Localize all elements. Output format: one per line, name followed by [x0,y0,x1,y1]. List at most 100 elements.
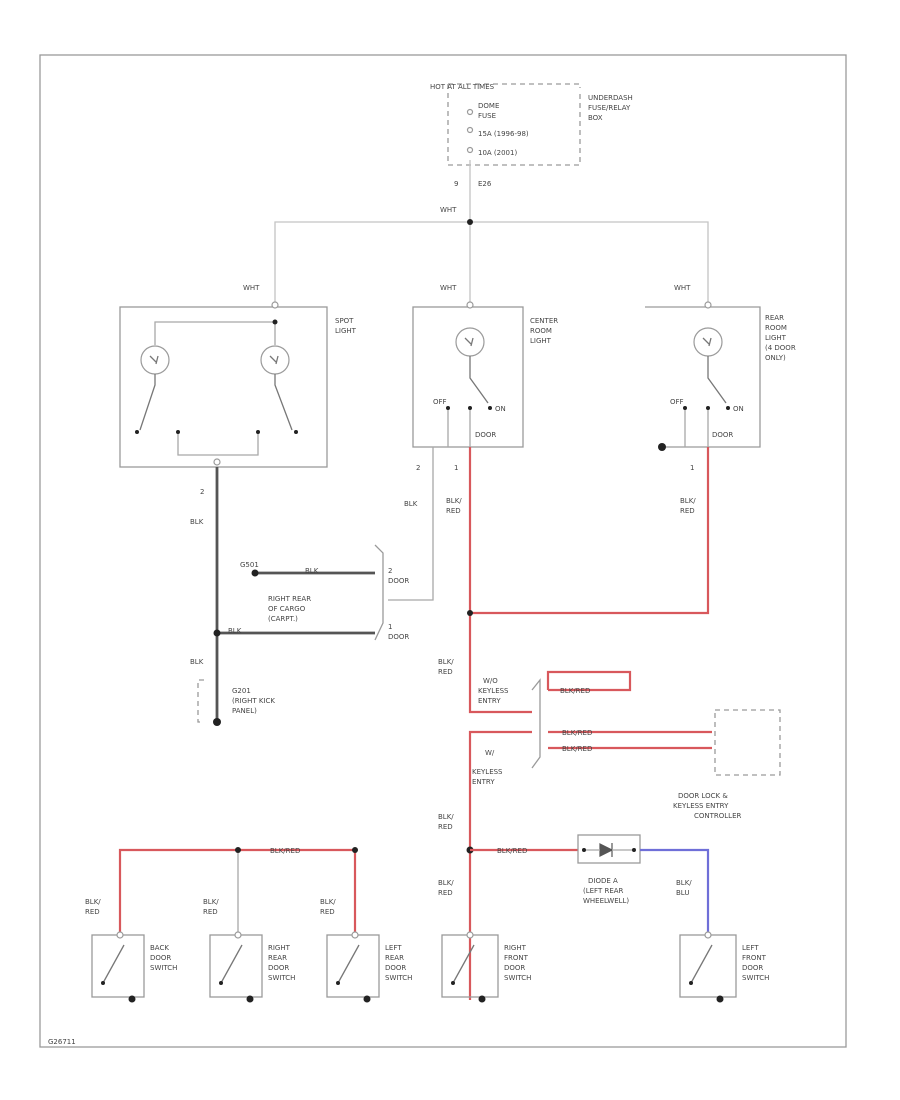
keyless-wo-loop-wire [546,670,632,692]
left-rear-door-switch-icon [337,944,360,984]
ground-g201: BLK G201 (RIGHT KICK PANEL) [190,658,275,726]
diode-label-1: DIODE A [588,877,618,885]
right-front-door-switch-icon [452,944,475,984]
spot-light-label-1: SPOT [335,317,354,325]
rfront-switch-label-4: SWITCH [504,974,531,982]
rear-blkred-wire [470,447,710,615]
cargo-connector-bracket [374,544,384,641]
fuse-terminal-3 [466,146,474,154]
fuse-terminal-2 [466,126,474,134]
center-light-label-3: LIGHT [530,337,552,345]
trunk-blkred-label-2a: BLK/ [438,813,454,821]
center-switch-off: OFF [433,398,447,406]
blkblu-label-1: BLK/ [676,879,692,887]
cargo-door-bottom: DOOR [388,633,409,641]
lrear-switch-label-1: LEFT [385,944,402,952]
wht-trunk-label: WHT [440,206,457,214]
rfront-switch-label-1: RIGHT [504,944,527,952]
switch-back-door: BACK DOOR SWITCH [91,931,177,1003]
keyless-controller-label-2: KEYLESS ENTRY [673,802,729,810]
center-lamp-icon [455,327,485,357]
ground-label-1: G201 [232,687,251,695]
keyless-mid1-label: BLK/RED [562,729,592,737]
cargo-pin-bottom: 1 [388,623,392,631]
diode-icon [599,843,614,857]
diode-label-3: WHEELWELL) [583,897,629,905]
lrear-switch-label-3: DOOR [385,964,406,972]
center-blkred-label-1: BLK/ [446,497,462,505]
blkblu-wire [640,848,710,935]
center-pin-right: 1 [454,464,458,472]
rear-light-label-2: ROOM [765,324,787,332]
back-bus-label: BLK/RED [270,847,300,855]
ground-node [213,718,221,726]
trunk-blkred-label-3b: RED [438,889,453,897]
rear-switch-door: DOOR [712,431,733,439]
lrear-drop-label-1: BLK/ [320,898,336,906]
spot-light-node [272,319,278,325]
trunk-blkred-label-3a: BLK/ [438,879,454,887]
spot-light-label-2: LIGHT [335,327,357,335]
back-switch-label-2: DOOR [150,954,171,962]
rrear-switch-label-3: DOOR [268,964,289,972]
fuse-box-outline [447,83,581,166]
figure-code: G26711 [48,1038,76,1046]
center-blkred-label-2: RED [446,507,461,515]
spot-switch-right-icon [274,374,293,431]
switch-left-front-door: LEFT FRONT DOOR SWITCH [679,931,769,1003]
rrear-switch-label-4: SWITCH [268,974,295,982]
spot-light-ground-bus [177,432,259,456]
wht-splice-node [467,219,473,225]
fuse-line-1: DOME [478,102,499,110]
spot-lamp-left-icon [140,345,170,375]
power-source: HOT AT ALL TIMES DOME FUSE 15A (1996-98)… [430,83,633,188]
keyless-mid2-label: BLK/RED [562,745,592,753]
rrear-drop-label-2: RED [203,908,218,916]
fuse-box-name-3: BOX [588,114,603,122]
spot-blk-pin: 2 [200,488,204,496]
cargo-door-top: DOOR [388,577,409,585]
cargo-top-wire-label: BLK [305,567,319,575]
keyless-wo-label-3: ENTRY [478,697,501,705]
fuse-line-3: 15A (1996-98) [478,130,529,138]
lfront-switch-label-4: SWITCH [742,974,769,982]
diagram-frame [39,54,847,1048]
rfront-switch-label-2: FRONT [504,954,529,962]
left-front-door-switch-icon [690,944,713,984]
power-connector: E26 [478,180,492,188]
cargo-label-1: RIGHT REAR [268,595,311,603]
trunk-blkred-label-1a: BLK/ [438,658,454,666]
rfront-switch-label-3: DOOR [504,964,525,972]
switch-right-front-door: RIGHT FRONT DOOR SWITCH [441,931,531,1003]
cargo-label-3: (CARPT.) [268,615,298,623]
rrear-switch-label-1: RIGHT [268,944,291,952]
spot-switch-left-icon [139,374,156,431]
rear-blkred-label-2: RED [680,507,695,515]
power-header: HOT AT ALL TIMES [430,83,495,91]
rear-light-ground-node [658,443,666,451]
center-blk-label: BLK [404,500,418,508]
lrear-switch-label-2: REAR [385,954,404,962]
diode-label-2: (LEFT REAR [583,887,624,895]
diode-wire-label: BLK/RED [497,847,527,855]
fuse-line-2: FUSE [478,112,496,120]
switch-right-rear-door: RIGHT REAR DOOR SWITCH [209,931,295,1003]
lrear-drop-label-2: RED [320,908,335,916]
keyless-w-label-2: KEYLESS [472,768,503,776]
rrear-switch-label-2: REAR [268,954,287,962]
keyless-w-label-1: W/ [485,749,495,757]
cargo-pin-top: 2 [388,567,392,575]
center-blkred-wire [468,447,532,714]
ground-bracket [197,679,204,723]
rear-light-label-1: REAR [765,314,784,322]
fuse-line-4: 10A (2001) [478,149,517,157]
right-rear-door-switch-icon [220,944,243,984]
back-drop-label-2: RED [85,908,100,916]
blk-splice-node [213,629,221,637]
wht-rear-label: WHT [674,284,691,292]
ground-blk-label: BLK [190,658,204,666]
cargo-ground-connector: G501 BLK 2 DOOR RIGHT REAR OF CARGO (CAR… [213,544,409,641]
rear-light-label-3: LIGHT [765,334,787,342]
keyless-controller-label-3: CONTROLLER [694,812,742,820]
